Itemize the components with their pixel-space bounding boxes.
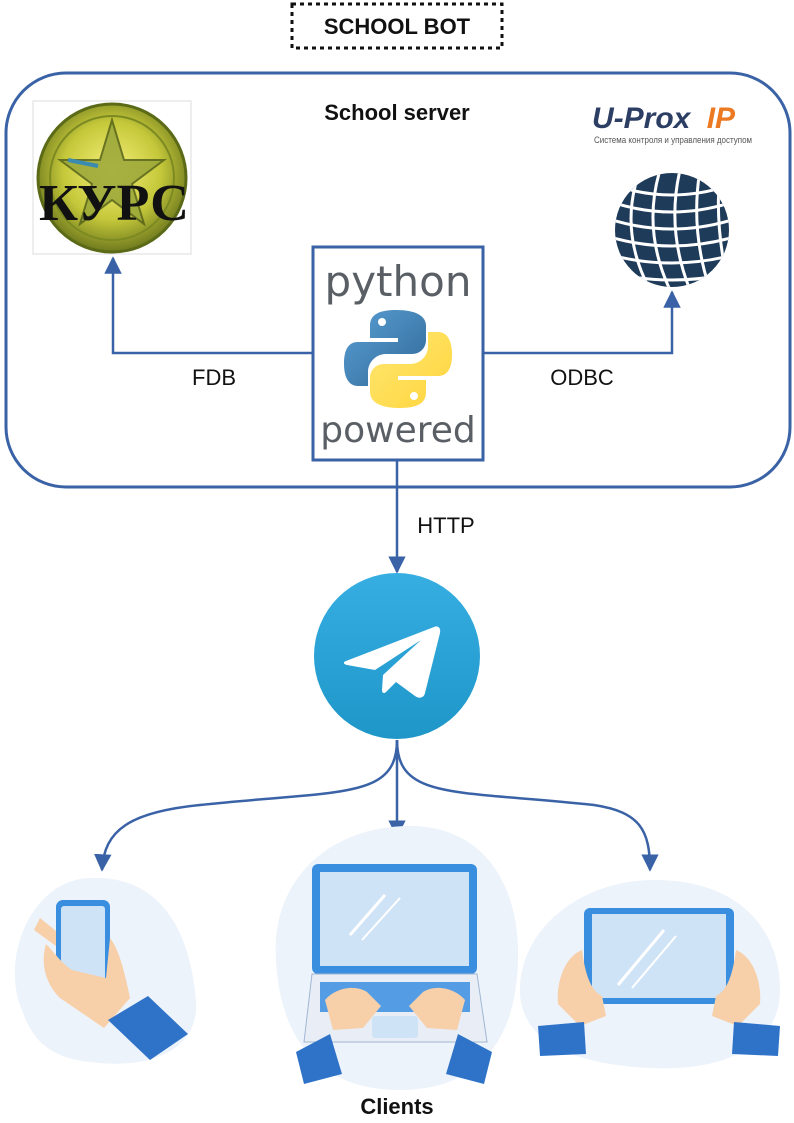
python-powered-badge: python powered: [311, 245, 485, 462]
telegram-icon: [314, 573, 480, 739]
clients-label: Clients: [360, 1094, 433, 1119]
connector-http: HTTP: [388, 460, 475, 574]
title-text: SCHOOL BOT: [324, 14, 471, 39]
odbc-label: ODBC: [550, 365, 614, 390]
uprox-tagline: Система контроля и управления доступом: [594, 135, 752, 145]
connector-odbc: ODBC: [483, 290, 681, 390]
smartphone-in-hand-icon: [14, 877, 197, 1064]
connector-fdb: FDB: [104, 256, 313, 390]
client-connectors: [94, 739, 659, 872]
tablet-in-hands-icon: [520, 879, 780, 1069]
kurs-logo-text: КУРС: [39, 175, 189, 232]
http-label: HTTP: [417, 513, 474, 538]
kurs-logo: КУРС: [32, 100, 192, 255]
globe-icon: [615, 173, 729, 287]
python-badge-top: python: [325, 257, 472, 306]
fdb-label: FDB: [192, 365, 236, 390]
uprox-brand: U-Prox: [592, 102, 692, 135]
laptop-typing-icon: [275, 826, 519, 1090]
python-badge-bottom: powered: [320, 410, 475, 451]
server-label: School server: [324, 100, 470, 125]
uprox-logo: U-Prox IP Система контроля и управления …: [592, 102, 752, 145]
python-logo-icon: [344, 310, 452, 408]
uprox-suffix: IP: [707, 102, 736, 135]
svg-text:U-Prox IP: U-Prox IP: [592, 102, 736, 135]
title-box: SCHOOL BOT: [290, 2, 504, 50]
